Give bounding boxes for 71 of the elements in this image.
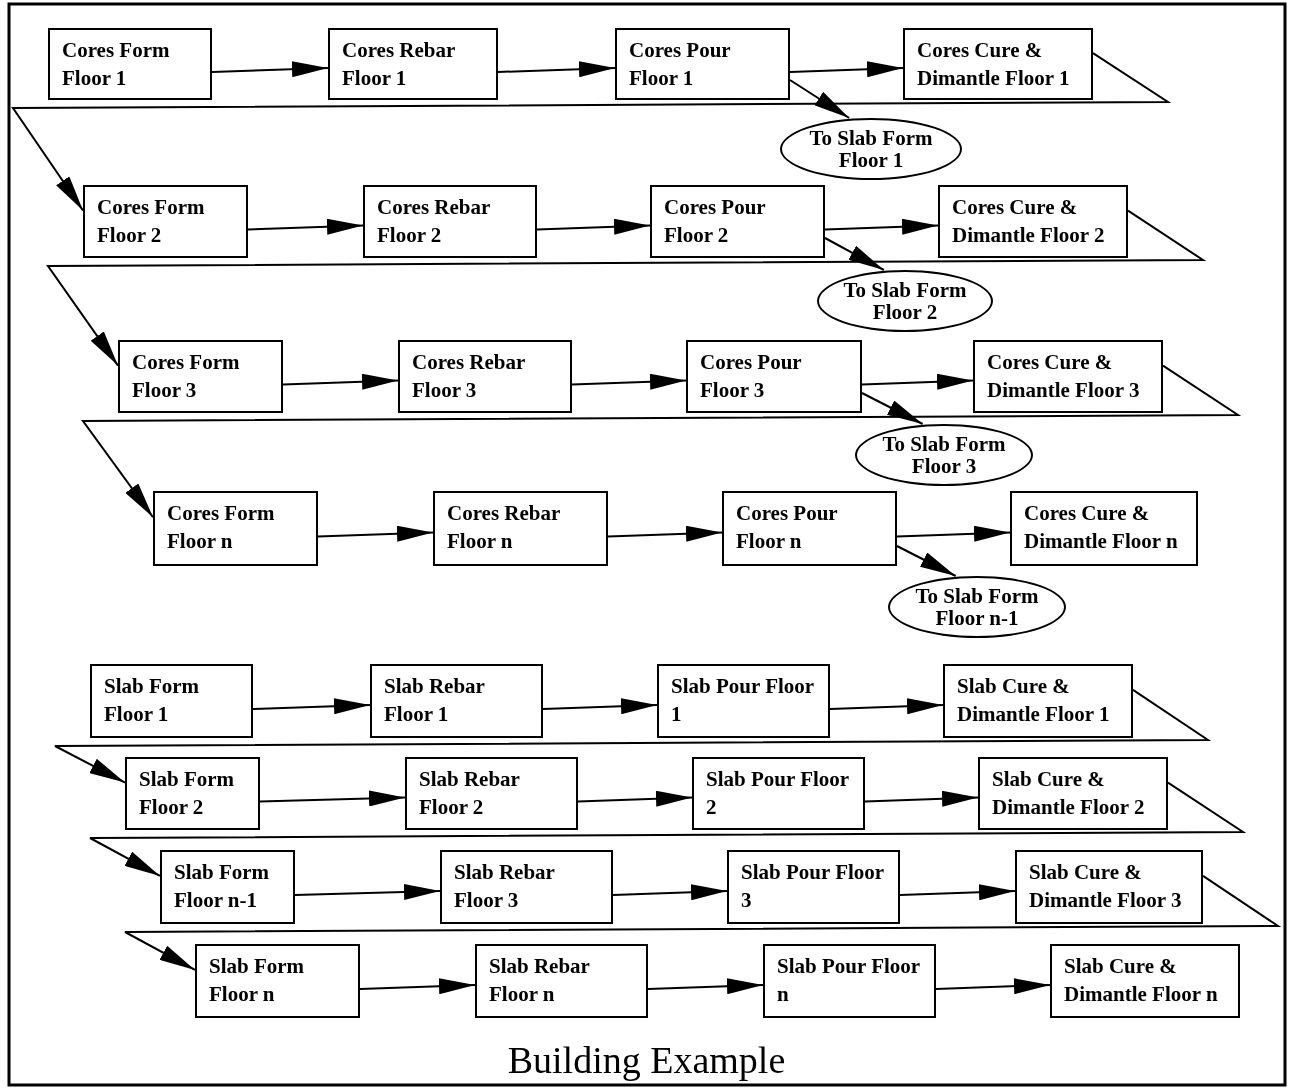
arrow	[259, 790, 406, 807]
process-box: Slab Rebar Floor 1	[370, 664, 543, 738]
arrow	[536, 218, 651, 235]
process-box: Cores Pour Floor n	[722, 491, 897, 566]
process-box: Slab Form Floor n-1	[160, 850, 295, 924]
diagram-caption: Building Example	[507, 1038, 786, 1082]
arrow	[359, 978, 476, 995]
connector-oval: To Slab Form Floor n-1	[888, 576, 1066, 638]
process-box: Slab Pour Floor 3	[727, 850, 900, 924]
arrow	[247, 218, 364, 235]
arrow	[789, 61, 904, 78]
process-box: Slab Pour Floor 2	[692, 757, 865, 830]
arrow	[824, 237, 885, 271]
arrow	[11, 52, 1172, 212]
arrow	[899, 884, 1016, 901]
arrow	[317, 525, 434, 542]
process-box: Slab Rebar Floor 3	[440, 850, 613, 924]
arrow	[864, 790, 979, 807]
arrow	[54, 688, 1212, 784]
process-box: Cores Rebar Floor 3	[398, 340, 572, 413]
arrow	[497, 61, 616, 78]
connector-oval: To Slab Form Floor 2	[817, 270, 993, 332]
process-box: Slab Cure & Dimantle Floor 2	[978, 757, 1168, 830]
process-box: Cores Form Floor 3	[118, 340, 283, 413]
connector-oval: To Slab Form Floor 1	[780, 118, 962, 180]
process-box: Cores Pour Floor 2	[650, 185, 825, 258]
arrow	[252, 698, 371, 715]
process-box: Slab Cure & Dimantle Floor n	[1050, 944, 1240, 1018]
process-box: Cores Pour Floor 3	[686, 340, 862, 413]
process-box: Slab Cure & Dimantle Floor 1	[943, 664, 1133, 738]
arrow	[824, 218, 939, 235]
process-box: Slab Pour Floor n	[763, 944, 936, 1018]
arrow	[81, 364, 1242, 519]
process-box: Cores Cure & Dimantle Floor 3	[973, 340, 1163, 413]
arrow	[294, 884, 441, 900]
arrow	[861, 392, 924, 425]
arrow	[571, 373, 687, 390]
process-box: Cores Rebar Floor 1	[328, 28, 498, 100]
process-box: Slab Rebar Floor n	[475, 944, 648, 1018]
arrow	[896, 525, 1011, 542]
arrow	[612, 884, 728, 901]
process-box: Slab Cure & Dimantle Floor 3	[1015, 850, 1203, 924]
process-box: Cores Rebar Floor n	[433, 491, 608, 566]
arrow	[124, 874, 1282, 971]
process-box: Slab Form Floor n	[195, 944, 360, 1018]
arrow	[896, 545, 957, 577]
process-box: Slab Form Floor 2	[125, 757, 260, 830]
arrow	[607, 525, 723, 542]
process-box: Cores Cure & Dimantle Floor n	[1010, 491, 1198, 566]
process-box: Cores Pour Floor 1	[615, 28, 790, 100]
arrow	[89, 781, 1247, 877]
process-box: Cores Form Floor n	[153, 491, 318, 566]
arrow	[789, 79, 851, 119]
arrow	[282, 373, 399, 390]
arrow	[211, 61, 329, 78]
arrow	[577, 790, 693, 807]
process-box: Cores Rebar Floor 2	[363, 185, 537, 258]
process-box: Slab Rebar Floor 2	[405, 757, 578, 830]
process-box: Cores Cure & Dimantle Floor 1	[903, 28, 1093, 100]
process-box: Cores Form Floor 2	[83, 185, 248, 258]
connector-oval: To Slab Form Floor 3	[855, 424, 1033, 486]
arrow	[46, 209, 1207, 367]
arrow	[935, 978, 1051, 995]
process-box: Slab Form Floor 1	[90, 664, 253, 738]
process-box: Cores Cure & Dimantle Floor 2	[938, 185, 1128, 258]
arrow	[647, 978, 764, 995]
arrow	[829, 698, 944, 715]
process-box: Slab Pour Floor 1	[657, 664, 830, 738]
process-box: Cores Form Floor 1	[48, 28, 212, 100]
arrow	[861, 373, 974, 390]
arrow	[542, 698, 658, 715]
